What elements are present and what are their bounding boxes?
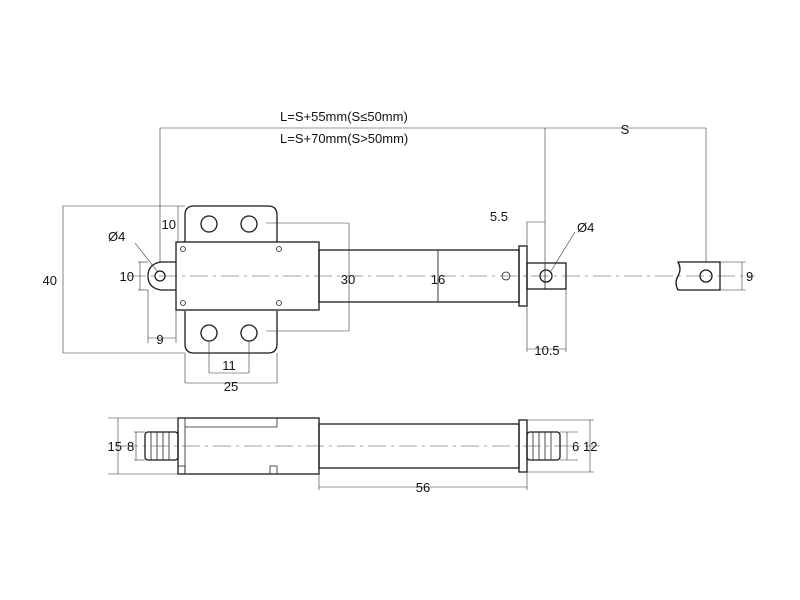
rear-hole-dia-label: Ø4 xyxy=(108,229,125,244)
body-height-label: 30 xyxy=(341,272,355,287)
eye-offset-label: 9 xyxy=(156,332,163,347)
rear-hole-leader xyxy=(134,242,158,272)
rod-end-extended xyxy=(675,261,721,291)
eye-width-label: 10 xyxy=(120,269,134,284)
screw-icon xyxy=(276,246,282,252)
tube-dia-label: 16 xyxy=(431,272,445,287)
stroke-label: S xyxy=(621,122,630,137)
hole-spacing-label: 11 xyxy=(222,358,236,373)
rear-clevis-eye xyxy=(147,261,176,291)
screw-icon xyxy=(180,300,186,306)
top-tab xyxy=(184,205,278,242)
mounting-plate xyxy=(184,205,278,354)
tube-length-label: 56 xyxy=(416,480,430,495)
side-foot xyxy=(177,465,186,475)
plate-width-label: 25 xyxy=(224,379,238,394)
bottom-tab xyxy=(184,311,278,354)
mount-hole-bottom-right xyxy=(240,324,258,342)
overall-height-label: 40 xyxy=(43,273,57,288)
side-height-label: 15 xyxy=(108,439,122,454)
mount-hole-bottom-left xyxy=(200,324,218,342)
mount-hole-top-left xyxy=(200,215,218,233)
mount-hole-top-right xyxy=(240,215,258,233)
rod-hole-leader xyxy=(550,231,576,272)
rod-tip-outer-label: 12 xyxy=(583,439,597,454)
side-boss-label: 8 xyxy=(127,439,134,454)
screw-icon xyxy=(276,300,282,306)
side-foot xyxy=(269,465,278,475)
rod-tip-length-label: 10.5 xyxy=(534,343,559,358)
screw-icon xyxy=(180,246,186,252)
side-view xyxy=(120,417,600,475)
length-formula-long: L=S+70mm(S>50mm) xyxy=(280,131,408,146)
length-formula-short: L=S+55mm(S≤50mm) xyxy=(280,109,408,124)
rod-tip-inner-label: 6 xyxy=(572,439,579,454)
rod-end-width-label: 9 xyxy=(746,269,753,284)
rod-hole-dia-label: Ø4 xyxy=(577,220,594,235)
rod-offset-label: 5.5 xyxy=(490,209,508,224)
tab-height-label: 10 xyxy=(162,217,176,232)
